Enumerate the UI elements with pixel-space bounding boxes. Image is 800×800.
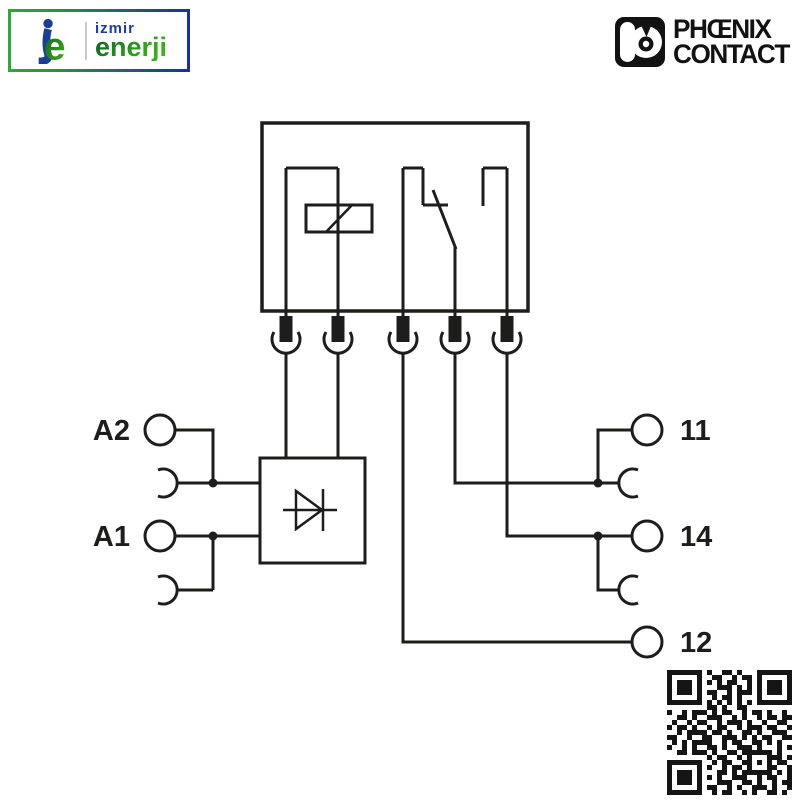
diode-module-box — [258, 456, 367, 565]
qr-code — [667, 670, 792, 795]
terminal-circle-12 — [630, 625, 664, 659]
coil-branch-wires — [284, 166, 340, 320]
phoenix-contact-logo: PHŒNIX CONTACT — [614, 13, 792, 69]
izmir-enerji-mark-icon: e — [38, 18, 66, 64]
phoenix-contact-wordmark: PHŒNIX CONTACT — [672, 13, 790, 69]
contact-word: CONTACT — [672, 39, 790, 69]
wire-contact-12 — [401, 353, 632, 644]
label-a2: A2 — [93, 415, 130, 447]
label-12: 12 — [680, 627, 712, 659]
label-a1: A1 — [93, 521, 130, 553]
wire-11 — [596, 428, 632, 483]
wire-contact-11 — [453, 353, 619, 485]
label-14: 14 — [680, 521, 712, 553]
izmir-word: izmir — [94, 19, 135, 37]
terminal-sockets — [270, 331, 523, 355]
terminal-plugs — [279, 316, 514, 342]
socket-a1 — [157, 574, 179, 606]
junction-a1 — [208, 531, 218, 541]
socket-14 — [617, 574, 639, 606]
terminal-circle-14 — [630, 519, 664, 553]
wire-a2 — [175, 428, 215, 483]
relay-coil-symbol — [304, 203, 374, 234]
terminal-plug-3 — [396, 316, 410, 342]
contact-nc-wires — [401, 166, 448, 320]
relay-coil-slash — [325, 203, 354, 233]
izmir-enerji-logo-inner: e izmir enerji — [11, 12, 187, 69]
izmir-enerji-logo: e izmir enerji — [8, 9, 190, 72]
terminal-circle-11 — [630, 413, 664, 447]
logo-divider — [84, 21, 87, 60]
terminal-plug-1 — [279, 316, 293, 342]
terminal-circle-a1 — [143, 519, 177, 553]
phoenix-word: PHŒNIX — [672, 13, 772, 44]
contact-no-wires — [481, 166, 509, 320]
socket-a2 — [157, 467, 179, 499]
wire-a1-socket — [177, 536, 215, 592]
izmir-mark-letter: e — [44, 25, 66, 63]
enerji-word: enerji — [94, 31, 168, 62]
wire-contact-14 — [505, 353, 598, 538]
junction-dots — [208, 478, 603, 541]
terminal-circle-a2 — [143, 413, 177, 447]
label-11: 11 — [680, 415, 711, 447]
izmir-enerji-wordmark: izmir enerji — [95, 21, 167, 61]
socket-11 — [617, 467, 639, 499]
terminal-plug-5 — [500, 316, 514, 342]
junction-14 — [593, 531, 603, 541]
relay-housing — [260, 121, 530, 313]
diode-symbol — [283, 488, 337, 532]
phoenix-contact-mark-icon — [614, 17, 665, 67]
junction-a2 — [208, 478, 218, 488]
wire-14 — [596, 534, 632, 592]
contact-blade — [431, 189, 458, 320]
terminal-plug-2 — [331, 316, 345, 342]
junction-11 — [593, 478, 603, 488]
terminal-plug-4 — [448, 316, 462, 342]
